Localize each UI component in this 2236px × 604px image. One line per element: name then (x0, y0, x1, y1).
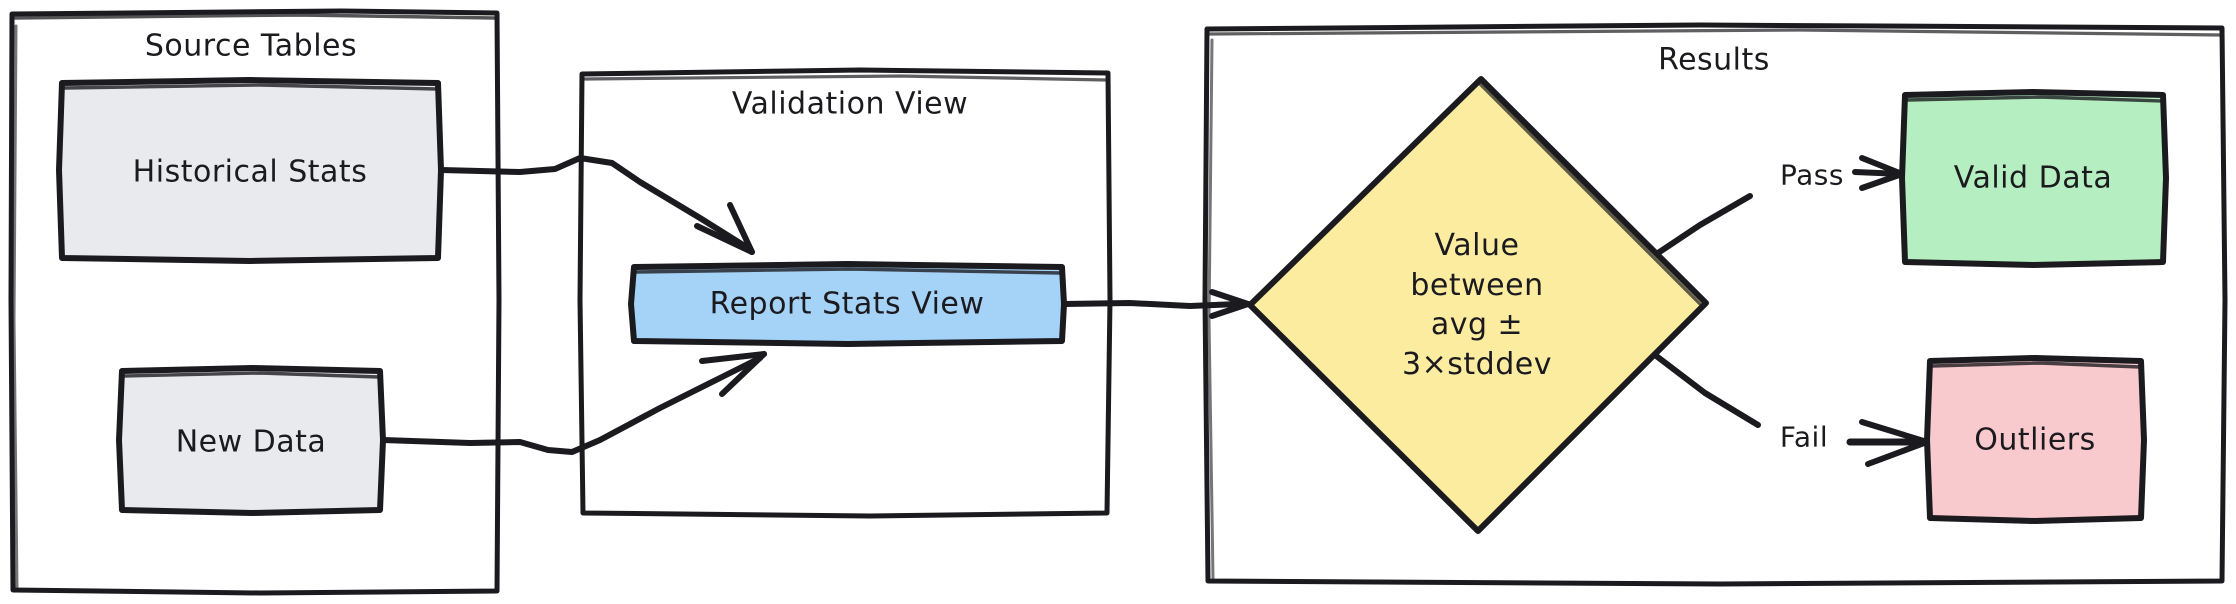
node-valid-data[interactable] (1899, 89, 2169, 268)
edge-historical-to-report[interactable] (438, 155, 755, 255)
node-value-check[interactable] (1247, 76, 1709, 534)
edge-check-fail[interactable] (1652, 352, 1930, 467)
edge-newdata-to-report[interactable] (380, 351, 767, 455)
node-report-stats-view[interactable] (628, 261, 1067, 347)
node-outliers[interactable] (1924, 355, 2147, 524)
node-new-data[interactable] (116, 365, 386, 516)
edge-check-pass[interactable] (1652, 155, 1905, 258)
edge-report-to-check[interactable] (1061, 289, 1251, 319)
node-historical-stats[interactable] (56, 77, 444, 264)
